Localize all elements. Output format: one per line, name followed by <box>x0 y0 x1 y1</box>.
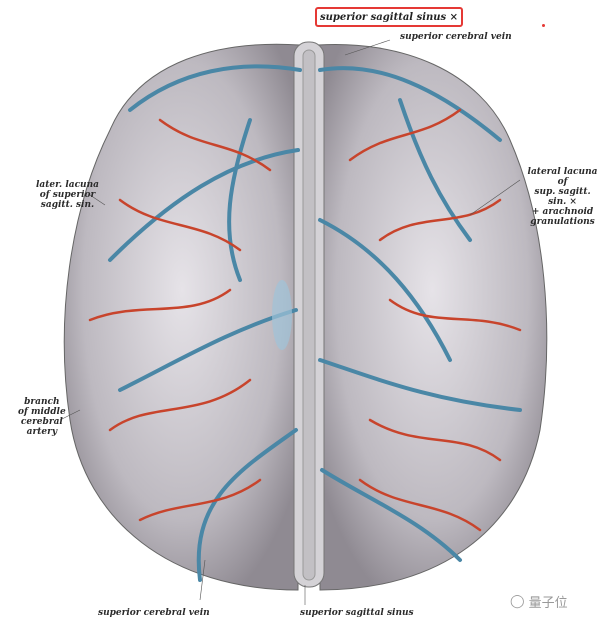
label-superior-sagittal-sinus-bottom: superior sagittal sinus <box>300 608 414 618</box>
watermark: ◯ 量子位 <box>510 592 568 611</box>
arteries <box>88 108 522 532</box>
leader-lines <box>59 39 521 605</box>
red-dot <box>542 24 545 27</box>
label-branch-middle-cerebral-artery: branch of middle cerebral artery <box>18 397 66 437</box>
wechat-icon: ◯ <box>510 594 525 609</box>
label-superior-cerebral-vein-bottom: superior cerebral vein <box>98 608 210 618</box>
left-hemisphere <box>63 43 301 591</box>
highlighted-label-superior-sagittal-sinus[interactable]: superior sagittal sinus × <box>315 7 463 27</box>
label-lateral-lacuna-right: lateral lacuna of sup. sagitt. sin. × + … <box>527 167 598 227</box>
label-superior-cerebral-vein-top: superior cerebral vein <box>400 32 512 42</box>
watermark-text: 量子位 <box>528 596 568 611</box>
label-lateral-lacuna-left: later. lacuna of superior sagitt. sin. <box>36 180 99 210</box>
